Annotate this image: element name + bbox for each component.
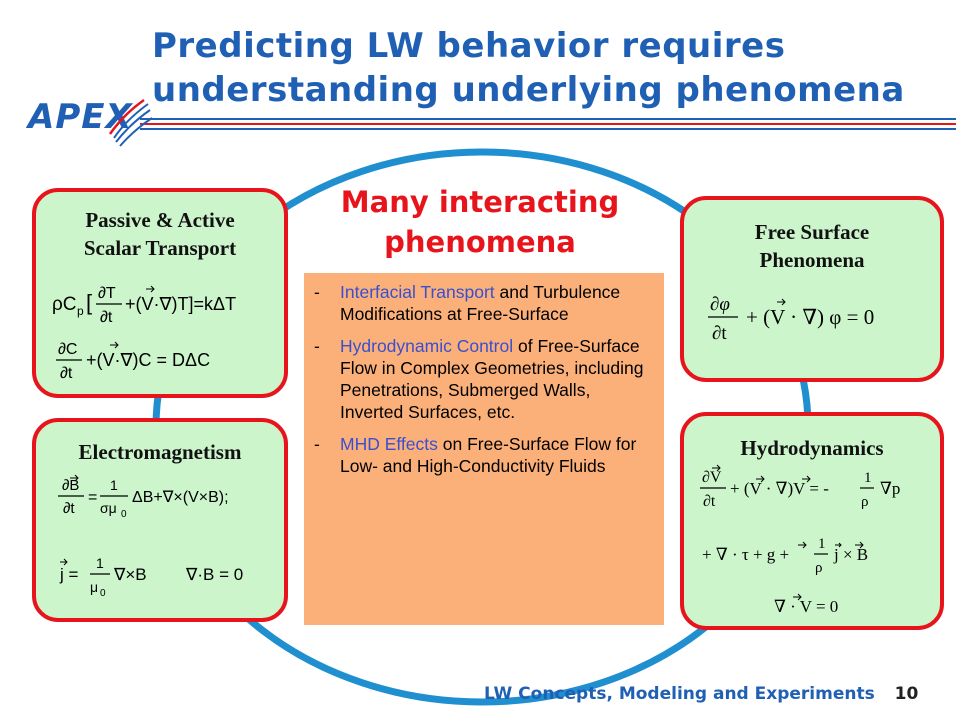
svg-text:∇p: ∇p: [880, 479, 900, 498]
heat-equation: ρC p [ ∂T ∂t +(V·∇)T]=kΔT: [52, 285, 236, 326]
bullet-text: of Free-Surface Flow in Complex Geometri…: [340, 336, 644, 422]
panel-scalar-transport: Passive & Active Scalar Transport ρC p […: [32, 188, 288, 398]
svg-text:∂t: ∂t: [712, 323, 727, 344]
svg-text:∂t: ∂t: [703, 493, 716, 510]
svg-text:∂t: ∂t: [63, 500, 75, 517]
bullet-mhd-effects: - MHD Effects on Free-Surface Flow for L…: [314, 433, 652, 477]
svg-text:p: p: [77, 304, 84, 318]
footer-text: LW Concepts, Modeling and Experiments: [484, 684, 875, 704]
slide-title-line-1: Predicting LW behavior requires: [152, 26, 786, 66]
svg-text:+(V·∇)T]=kΔT: +(V·∇)T]=kΔT: [125, 294, 236, 314]
current-and-divergence-equations: j = 1 μ 0 ∇×B ∇·B = 0: [59, 555, 243, 599]
svg-text:∂B: ∂B: [62, 477, 79, 494]
species-equation: ∂C ∂t +(V·∇)C = DΔC: [56, 341, 210, 382]
svg-text:∇ · V = 0: ∇ · V = 0: [774, 597, 838, 616]
svg-text:σμ: σμ: [100, 500, 117, 516]
svg-text:ρ: ρ: [815, 560, 823, 576]
panel-electromagnetism: Electromagnetism ∂B ∂t = 1 σμ 0 ΔB+∇×(V×…: [32, 418, 288, 622]
svg-text:j =: j =: [59, 565, 79, 584]
panel-free-surface-title-line-1: Free Surface: [754, 220, 870, 244]
bullet-highlight: MHD Effects: [340, 434, 438, 454]
bullet-highlight: Hydrodynamic Control: [340, 336, 514, 356]
panel-scalar-title-line-1: Passive & Active: [85, 208, 235, 232]
svg-text:ΔB+∇×(V×B);: ΔB+∇×(V×B);: [132, 489, 229, 506]
svg-text:ρC: ρC: [52, 294, 77, 315]
svg-text:∂T: ∂T: [98, 285, 116, 302]
heading-line-1: Many interacting: [340, 185, 620, 219]
slide-title: Predicting LW behavior requires understa…: [152, 24, 952, 112]
bullet-text: and Turbulence Modifications at Free-Sur…: [340, 282, 621, 324]
svg-text:+ (V · ∇) φ = 0: + (V · ∇) φ = 0: [746, 305, 874, 329]
slide-footer: LW Concepts, Modeling and Experiments 10: [484, 684, 954, 704]
svg-text:∇×B: ∇×B: [113, 565, 147, 584]
slide-title-line-2: understanding underlying phenomena: [152, 70, 905, 110]
bullet-dash: -: [314, 282, 320, 302]
panel-scalar-title: Passive & Active Scalar Transport: [36, 206, 284, 262]
svg-text:∂φ: ∂φ: [710, 294, 730, 315]
svg-text:+ ∇ · τ + g +: + ∇ · τ + g +: [702, 545, 789, 564]
free-surface-equation: ∂φ ∂t + (V · ∇) φ = 0: [708, 294, 874, 344]
induction-equation: ∂B ∂t = 1 σμ 0 ΔB+∇×(V×B);: [58, 474, 229, 520]
bullet-interfacial-transport: - Interfacial Transport and Turbulence M…: [314, 281, 652, 325]
svg-text:0: 0: [100, 588, 106, 599]
panel-free-surface-title-line-2: Phenomena: [759, 248, 865, 272]
svg-text:∂t: ∂t: [60, 365, 73, 382]
svg-text:0: 0: [121, 509, 127, 520]
svg-text:+(V·∇)C = DΔC: +(V·∇)C = DΔC: [86, 350, 210, 370]
title-underline: [140, 118, 956, 130]
svg-text:∂t: ∂t: [100, 309, 113, 326]
svg-text:[: [: [86, 290, 92, 315]
page-number: 10: [894, 684, 919, 704]
panel-free-surface: Free Surface Phenomena ∂φ ∂t + (V · ∇) φ…: [680, 196, 944, 382]
panel-scalar-title-line-2: Scalar Transport: [83, 236, 237, 260]
apex-swoosh-icon: [113, 103, 152, 147]
svg-text:∂C: ∂C: [58, 341, 77, 358]
bullet-dash: -: [314, 434, 320, 454]
apex-swoosh-red-icon: [108, 98, 145, 135]
svg-text:=: =: [88, 489, 97, 506]
svg-text:1: 1: [110, 477, 118, 493]
phenomena-list-box: - Interfacial Transport and Turbulence M…: [304, 273, 664, 625]
momentum-source-terms: + ∇ · τ + g + 1 ρ j × B: [702, 536, 868, 576]
bullet-hydrodynamic-control: - Hydrodynamic Control of Free-Surface F…: [314, 335, 652, 423]
many-interacting-heading: Many interacting phenomena: [300, 182, 660, 262]
svg-text:+ (V · ∇)V = -: + (V · ∇)V = -: [730, 479, 829, 498]
momentum-equation: ∂V ∂t + (V · ∇)V = - 1 ρ ∇p: [700, 464, 900, 510]
bullet-highlight: Interfacial Transport: [340, 282, 495, 302]
panel-hydrodynamics: Hydrodynamics ∂V ∂t + (V · ∇)V = - 1 ρ ∇…: [680, 412, 944, 630]
apex-logo-text: APEX: [26, 97, 133, 137]
navier-stokes-equations: ∂V ∂t + (V · ∇)V = - 1 ρ ∇p + ∇ · τ + g …: [700, 464, 900, 616]
continuity-equation: ∇ · V = 0: [774, 593, 838, 616]
svg-text:1: 1: [864, 470, 872, 486]
svg-text:ρ: ρ: [861, 494, 869, 510]
svg-text:∂V: ∂V: [702, 469, 722, 486]
bullet-text: on Free-Surface Flow for Low- and High-C…: [340, 434, 637, 476]
svg-text:μ: μ: [90, 579, 98, 595]
heading-line-2: phenomena: [384, 225, 576, 259]
bullet-dash: -: [314, 336, 320, 356]
panel-em-title: Electromagnetism: [78, 440, 242, 464]
panel-hydro-title: Hydrodynamics: [740, 436, 884, 460]
svg-text:1: 1: [96, 555, 104, 571]
svg-text:j × B: j × B: [833, 545, 868, 564]
svg-text:1: 1: [818, 536, 826, 552]
apex-logo: APEX: [26, 97, 152, 147]
svg-text:∇·B = 0: ∇·B = 0: [185, 565, 243, 584]
scalar-transport-equations: ρC p [ ∂T ∂t +(V·∇)T]=kΔT ∂C ∂t +(V·∇)C …: [52, 285, 236, 382]
em-equations: ∂B ∂t = 1 σμ 0 ΔB+∇×(V×B); j = 1 μ 0 ∇×B…: [58, 474, 243, 599]
panel-free-surface-title: Free Surface Phenomena: [684, 218, 940, 274]
